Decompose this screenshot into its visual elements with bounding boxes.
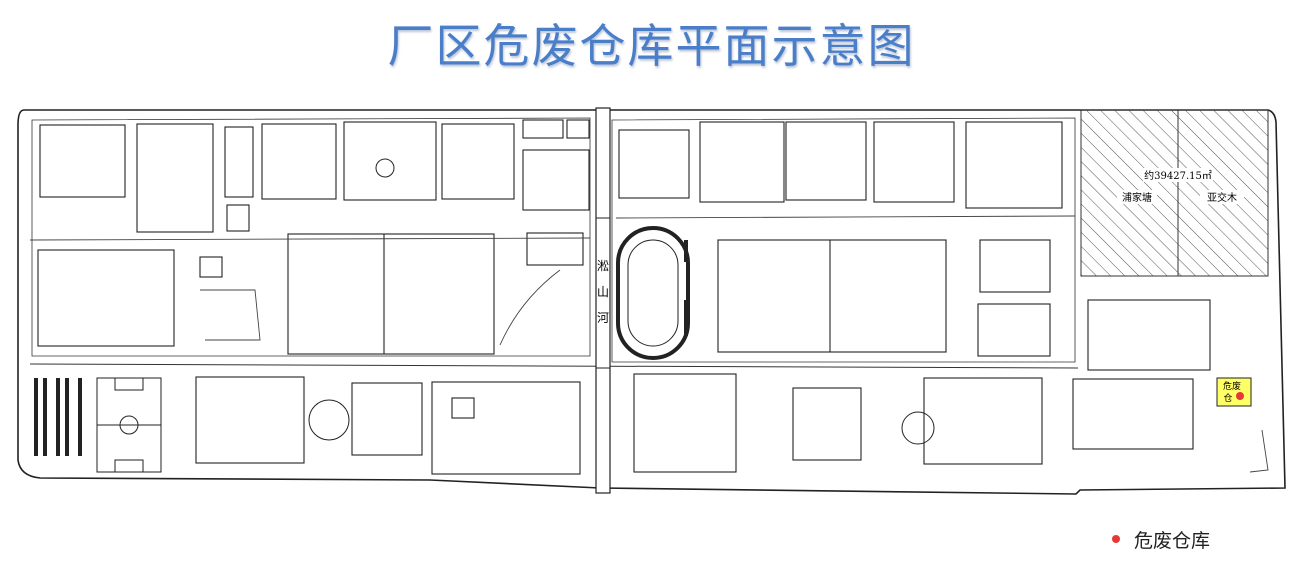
river-label-1: 淞: [597, 259, 609, 273]
plot-area-label: 约39427.15㎡: [1144, 169, 1212, 182]
legend-marker-icon: [1112, 535, 1120, 543]
plot-label-right: 亚交木: [1207, 191, 1237, 204]
fountains: [308, 158, 935, 445]
songshan-river: [595, 107, 611, 494]
river-label-2: 山: [597, 285, 609, 299]
site-boundary: [17, 109, 1286, 495]
plot-label-left: 浦家塘: [1122, 191, 1152, 204]
hazardous-waste-label-2: 仓: [1223, 392, 1232, 404]
roads: [29, 215, 1269, 473]
legend-label: 危废仓库: [1134, 529, 1211, 552]
page-title: 厂区危废仓库平面示意图: [387, 19, 916, 73]
buildings: [37, 119, 1211, 475]
running-track: [616, 226, 690, 360]
reserved-land-plot: [1080, 109, 1269, 277]
hazardous-waste-store: [1216, 377, 1252, 407]
parking-area: [34, 378, 82, 456]
legend: 危废仓库: [1112, 524, 1210, 554]
football-field: [96, 377, 162, 473]
river-label-3: 河: [597, 311, 609, 325]
hazardous-waste-marker: [1236, 392, 1244, 400]
hazardous-waste-label-1: 危废: [1223, 380, 1241, 392]
